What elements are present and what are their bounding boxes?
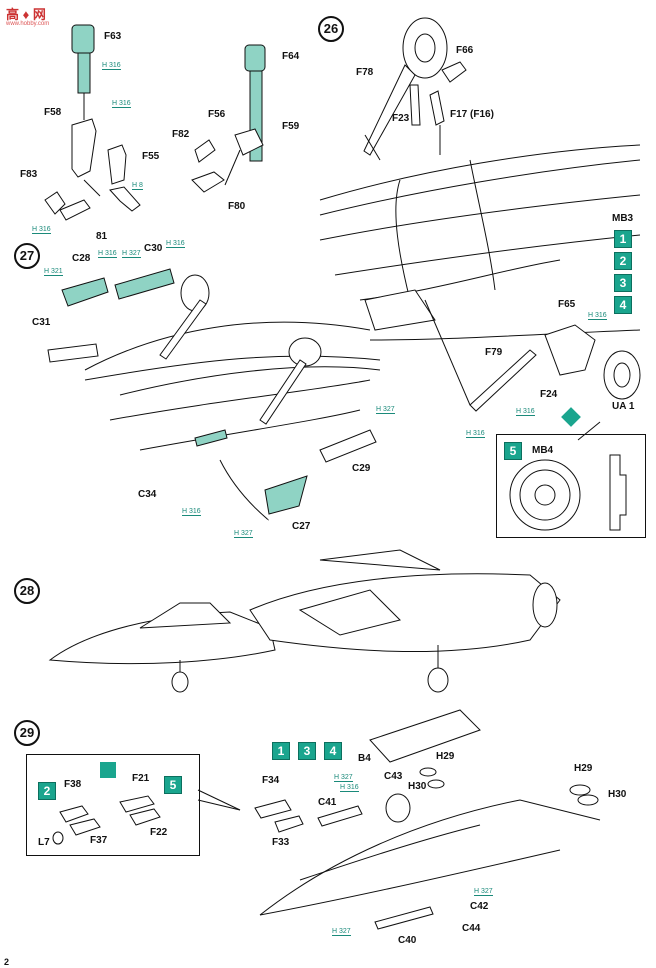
part-label-f17: F17 (F16)	[450, 109, 494, 120]
part-label-c27: C27	[292, 521, 311, 532]
part-label-f23: F23	[392, 113, 410, 124]
part-label-f24: F24	[540, 389, 558, 400]
part-label-f78: F78	[356, 67, 374, 78]
part-label-c29: C29	[352, 463, 371, 474]
marking-option-5: 5	[504, 442, 522, 460]
step29-drawing	[52, 709, 601, 930]
part-label-f33: F33	[272, 837, 290, 848]
step-26-number: 26	[318, 16, 344, 42]
paint-code: H 316	[588, 312, 607, 320]
paint-code: H 327	[334, 774, 353, 782]
step28-aircraft-drawing	[48, 549, 561, 693]
paint-code: H 327	[474, 888, 493, 896]
step27-drawing	[47, 268, 381, 521]
part-label-f37: F37	[90, 835, 108, 846]
paint-code: H 316	[166, 240, 185, 248]
marking-option-2: 2	[614, 252, 632, 270]
diamond-marker-icon	[100, 762, 116, 778]
part-label-f38: F38	[64, 779, 82, 790]
paint-code: H 327	[234, 530, 253, 538]
part-label-f22: F22	[150, 827, 168, 838]
part-label-f21: F21	[132, 773, 150, 784]
marking-option-2: 2	[38, 782, 56, 800]
part-label-f65: F65	[558, 299, 576, 310]
part-label-f82: F82	[172, 129, 190, 140]
step-27-number: 27	[14, 243, 40, 269]
paint-code: H 316	[32, 226, 51, 234]
step26-detail-inset	[496, 434, 646, 538]
part-label-f66: F66	[456, 45, 474, 56]
part-label-c31: C31	[32, 317, 51, 328]
markings-label-mb4: MB4	[532, 445, 554, 456]
marking-option-4: 4	[324, 742, 342, 760]
page-number: 2	[4, 957, 10, 967]
part-label-f56: F56	[208, 109, 226, 120]
paint-code: H 327	[122, 250, 141, 258]
part-label-f83: F83	[20, 169, 38, 180]
step26-inset-drawing	[509, 421, 627, 531]
part-label-c41: C41	[318, 797, 337, 808]
step29-detail-inset	[26, 754, 200, 856]
paint-code: H 316	[340, 784, 359, 792]
step26-gear-drawing	[363, 17, 467, 161]
part-label-f79: F79	[485, 347, 503, 358]
main-gear-strut-drawing	[191, 44, 266, 193]
step-28-number: 28	[14, 578, 40, 604]
part-label-b4: B4	[358, 753, 371, 764]
part-label-c43: C43	[384, 771, 403, 782]
part-label-f34: F34	[262, 775, 280, 786]
paint-code: H 316	[516, 408, 535, 416]
part-label-h29: H29	[436, 751, 455, 762]
paint-code: H 327	[332, 928, 351, 936]
paint-code: H 316	[102, 62, 121, 70]
marking-option-5: 5	[164, 776, 182, 794]
step-29-number: 29	[14, 720, 40, 746]
part-label-c40: C40	[398, 935, 417, 946]
part-label-c34: C34	[138, 489, 157, 500]
part-label-81: 81	[96, 231, 108, 242]
paint-code: H 316	[466, 430, 485, 438]
part-label-c44: C44	[462, 923, 481, 934]
part-label-h29-right: H29	[574, 763, 593, 774]
marking-option-3: 3	[298, 742, 316, 760]
marking-option-1: 1	[614, 230, 632, 248]
part-label-c30: C30	[144, 243, 163, 254]
marking-option-1: 1	[272, 742, 290, 760]
part-label-ua1: UA 1	[612, 401, 635, 412]
part-label-c28: C28	[72, 253, 91, 264]
paint-code: H 327	[376, 406, 395, 414]
nose-gear-strut-drawing	[44, 24, 141, 221]
paint-code: H 316	[182, 508, 201, 516]
paint-code: H 316	[112, 100, 131, 108]
part-label-c42: C42	[470, 901, 489, 912]
part-label-h30-right: H30	[608, 789, 627, 800]
step26-fuselage-drawing	[319, 144, 641, 412]
marking-option-3: 3	[614, 274, 632, 292]
marking-option-4: 4	[614, 296, 632, 314]
watermark-url: www.hobby.com	[6, 21, 50, 27]
watermark-logo: 高 ♦ 网	[6, 7, 46, 22]
part-label-h30: H30	[408, 781, 427, 792]
part-label-f63: F63	[104, 31, 122, 42]
part-label-f55: F55	[142, 151, 160, 162]
paint-code: H 321	[44, 268, 63, 276]
part-label-f59: F59	[282, 121, 300, 132]
part-label-f80: F80	[228, 201, 246, 212]
part-label-l7: L7	[38, 837, 50, 848]
paint-code: H 8	[132, 182, 143, 190]
paint-code: H 316	[98, 250, 117, 258]
part-label-f64: F64	[282, 51, 300, 62]
markings-label-mb3: MB3	[612, 213, 634, 224]
part-label-f58: F58	[44, 107, 62, 118]
